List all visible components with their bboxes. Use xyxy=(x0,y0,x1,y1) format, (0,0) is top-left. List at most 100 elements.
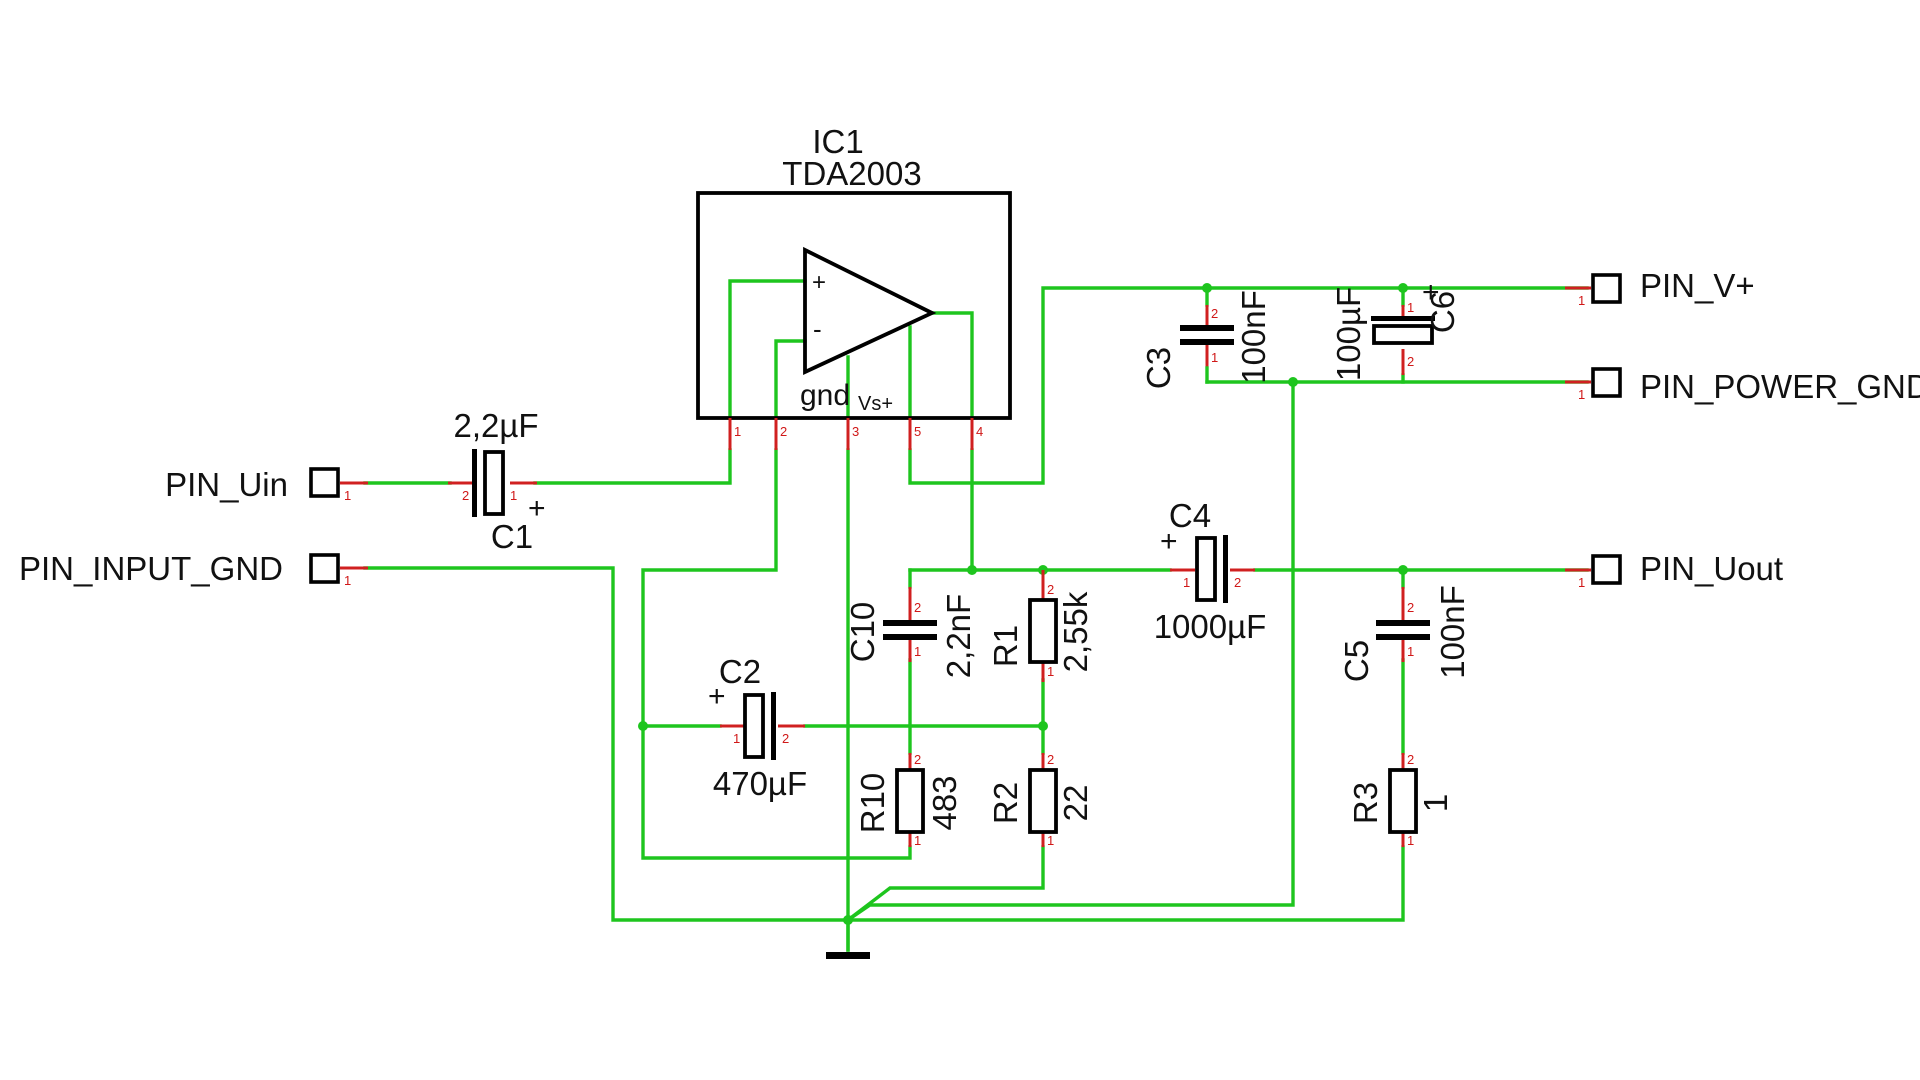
pin-num: 2 xyxy=(1407,752,1414,767)
pin-num: 1 xyxy=(1183,575,1190,590)
wire-ic-out xyxy=(930,311,974,420)
ic1-pin3-num: 3 xyxy=(852,424,859,439)
port-vplus[interactable]: 1 PIN_V+ xyxy=(1565,267,1755,308)
pin-num: 2 xyxy=(914,600,921,615)
c10-ref: C10 xyxy=(844,602,881,663)
port-label: PIN_POWER_GND xyxy=(1640,368,1920,405)
cap-plate xyxy=(1371,316,1435,321)
cap-plate xyxy=(1376,634,1430,640)
cap-plate xyxy=(1376,620,1430,626)
wire-pgnd-down xyxy=(845,380,1295,923)
junction-dot xyxy=(1038,721,1048,731)
pin-num: 1 xyxy=(733,731,740,746)
capacitor-c5[interactable]: 2 1 C5 100nF xyxy=(1338,585,1471,682)
cap-plate-polarized xyxy=(1372,324,1434,345)
r10-ref: R10 xyxy=(854,773,891,834)
c1-ref: C1 xyxy=(491,518,533,555)
cap-plate-polarized xyxy=(483,450,505,516)
port-box xyxy=(309,467,340,498)
wire-ic-plus xyxy=(728,279,807,420)
junction-dot xyxy=(967,565,977,575)
port-pin-num: 1 xyxy=(344,488,351,503)
pin-num: 2 xyxy=(1407,354,1414,369)
junction-dot xyxy=(1398,565,1408,575)
resistor-body xyxy=(1028,768,1058,834)
capacitor-c2[interactable]: 1 2 C2 + 470µF xyxy=(708,653,807,802)
junction-dot xyxy=(638,721,648,731)
pin-num: 1 xyxy=(1047,833,1054,848)
c1-value: 2,2µF xyxy=(453,407,538,444)
resistor-r10[interactable]: 2 1 R10 483 xyxy=(854,752,963,848)
port-label: PIN_Uout xyxy=(1640,550,1783,587)
capacitor-c3[interactable]: 2 1 C3 100nF xyxy=(1140,290,1272,389)
port-uout[interactable]: 1 PIN_Uout xyxy=(1565,550,1783,590)
port-label: PIN_INPUT_GND xyxy=(19,550,283,587)
ic1-body xyxy=(696,191,1012,420)
capacitor-c4[interactable]: 1 2 C4 + 1000µF xyxy=(1154,497,1267,645)
wire-ic-minus xyxy=(774,339,807,420)
wire-c1-ic1 xyxy=(533,448,732,485)
capacitor-c6[interactable]: 1 2 + C6 100µF xyxy=(1330,276,1461,381)
ic1-pin2-num: 2 xyxy=(780,424,787,439)
port-pin-num: 1 xyxy=(1578,387,1585,402)
port-box xyxy=(1591,367,1622,398)
c2-ref: C2 xyxy=(719,653,761,690)
capacitor-c1[interactable]: 2 1 2,2µF C1 + xyxy=(448,407,546,555)
port-label: PIN_V+ xyxy=(1640,267,1755,304)
pin-num: 2 xyxy=(914,752,921,767)
c2-plus: + xyxy=(708,680,726,713)
pin-num: 1 xyxy=(914,833,921,848)
r1-value: 2,55k xyxy=(1057,591,1094,672)
cap-plate-polarized xyxy=(1195,536,1217,602)
pin-num: 2 xyxy=(782,731,789,746)
c3-value: 100nF xyxy=(1235,290,1272,384)
opamp-triangle xyxy=(803,246,937,375)
capacitor-c10[interactable]: 2 1 C10 2,2nF xyxy=(844,568,977,678)
pin-num: 1 xyxy=(1407,833,1414,848)
ic1-gnd-label: gnd xyxy=(800,379,850,412)
ic1[interactable]: IC1 TDA2003 + - gnd Vs+ 1 2 3 5 4 xyxy=(696,123,1012,450)
c6-value: 100µF xyxy=(1330,287,1367,381)
cap-plate xyxy=(1180,325,1234,331)
ic1-value: TDA2003 xyxy=(782,155,921,192)
r3-ref: R3 xyxy=(1347,782,1384,824)
resistor-r3[interactable]: 2 1 R3 1 xyxy=(1347,752,1454,848)
resistor-r2[interactable]: 2 1 R2 22 xyxy=(987,752,1094,848)
junction-dot xyxy=(1288,377,1298,387)
pin-num: 1 xyxy=(1047,664,1054,679)
c4-value: 1000µF xyxy=(1154,608,1267,645)
port-box xyxy=(1591,273,1622,304)
cap-plate xyxy=(771,692,776,760)
pin-num: 1 xyxy=(510,488,517,503)
c5-ref: C5 xyxy=(1338,640,1375,682)
ground-symbol xyxy=(826,918,870,959)
cap-plate xyxy=(1223,535,1228,603)
pin-num: 2 xyxy=(1407,600,1414,615)
port-box xyxy=(1591,554,1622,585)
ic1-vs-label: Vs+ xyxy=(858,393,893,415)
opamp-plus: + xyxy=(812,269,826,296)
port-power-gnd[interactable]: 1 PIN_POWER_GND xyxy=(1565,367,1920,405)
ic1-pin1-num: 1 xyxy=(734,424,741,439)
port-label: PIN_Uin xyxy=(165,466,288,503)
resistor-r1[interactable]: 2 1 R1 2,55k xyxy=(987,570,1094,682)
port-input-gnd[interactable]: 1 PIN_INPUT_GND xyxy=(19,550,368,588)
c2-value: 470µF xyxy=(713,765,807,802)
c3-ref: C3 xyxy=(1140,347,1177,389)
wire-ic5-vplus xyxy=(908,286,1589,485)
pin-num: 2 xyxy=(1211,306,1218,321)
wire-input-gnd xyxy=(363,566,850,922)
wire-r3-gnd xyxy=(846,845,1405,922)
pin-num: 1 xyxy=(1407,300,1414,315)
wire-ic2-fb xyxy=(641,448,912,860)
cap-plate xyxy=(472,449,477,517)
port-uin[interactable]: 1 PIN_Uin xyxy=(165,466,368,503)
cap-plate-polarized xyxy=(743,693,765,759)
c4-ref: C4 xyxy=(1169,497,1211,534)
cap-plate xyxy=(883,634,937,640)
pin-num: 1 xyxy=(1211,350,1218,365)
ic1-ref: IC1 xyxy=(812,123,863,160)
port-pin-num: 1 xyxy=(1578,575,1585,590)
r1-ref: R1 xyxy=(987,625,1024,667)
